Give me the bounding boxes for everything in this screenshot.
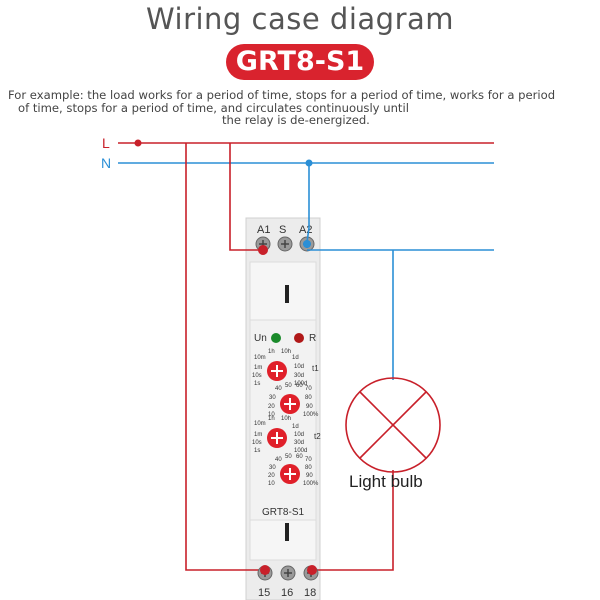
- dial-t1-label: 1m: [254, 365, 262, 371]
- dial-t2-percent[interactable]: 40 50 60 70 30 80 20 90 10 100%: [268, 454, 319, 487]
- dial-percent-label: 10: [268, 412, 275, 418]
- a2-connection-dot: [303, 240, 311, 248]
- live-junction-dot: [134, 139, 142, 147]
- dial-t1-label: 30d: [294, 373, 304, 379]
- dial-t2-label: 100d: [294, 448, 307, 454]
- dial-percent-label: 90: [306, 404, 313, 410]
- dial-percent-label: 100%: [303, 412, 319, 418]
- relay-model-label: GRT8-S1: [262, 507, 304, 518]
- neutral-junction-dot: [305, 159, 313, 167]
- relay-led-icon: [294, 333, 304, 343]
- model-badge: GRT8-S1: [226, 44, 374, 80]
- dial-percent-label: 40: [275, 386, 282, 392]
- dial-t2-label: 10d: [294, 432, 304, 438]
- dial-t2-label: 30d: [294, 440, 304, 446]
- dial-t1-label: 10m: [254, 355, 266, 361]
- description-line-1: For example: the load works for a period…: [8, 88, 556, 102]
- description-line-2: of time, stops for a period of time, and…: [18, 100, 409, 115]
- dial-percent-label: 20: [268, 404, 275, 410]
- din-slot-top: [285, 285, 289, 303]
- dial-percent-label: 30: [269, 395, 276, 401]
- dial-t1-range[interactable]: 10m 1h 10h 1d 1m 10d 10s 30d 1s 100d t1: [252, 349, 319, 387]
- dial-t2-label: 1d: [292, 424, 299, 430]
- dial-percent-label: 80: [305, 465, 312, 471]
- terminal-label-18: 18: [304, 587, 316, 599]
- dial-percent-label: 70: [305, 386, 312, 392]
- dial-percent-label: 60: [296, 454, 303, 460]
- dial-t1-label: 10d: [294, 364, 304, 370]
- dial-t2-label: 10h: [281, 416, 291, 422]
- dial-t1-label: 1s: [254, 381, 260, 387]
- dial-t2-label: 10s: [252, 440, 262, 446]
- dial-percent-label: 50: [285, 454, 292, 460]
- description-line-3: the relay is de-energized.: [222, 113, 370, 127]
- dial-t1-name: t1: [312, 364, 319, 373]
- terminal-15-connection-dot: [260, 565, 270, 575]
- dial-percent-label: 40: [275, 457, 282, 463]
- dial-t1-label: 10s: [252, 373, 262, 379]
- power-led-icon: [271, 333, 281, 343]
- light-bulb-icon: [345, 377, 441, 473]
- dial-percent-label: 70: [305, 457, 312, 463]
- dial-t2-range[interactable]: 10m 1h 10h 1d 1m 10d 10s 30d 1s 100d t2: [252, 416, 321, 454]
- dial-percent-label: 10: [268, 481, 275, 487]
- dial-t1-label: 1h: [268, 349, 275, 355]
- diagram-title: Wiring case diagram: [145, 2, 455, 36]
- terminal-label-a1: A1: [257, 224, 270, 236]
- dial-percent-label: 60: [296, 383, 303, 389]
- dial-t2-label: 1m: [254, 432, 262, 438]
- dial-t2-label: 10m: [254, 421, 266, 427]
- terminal-label-a2: A2: [299, 224, 312, 236]
- a1-connection-dot: [258, 245, 268, 255]
- dial-t2-name: t2: [314, 432, 321, 441]
- terminal-18-connection-dot: [307, 565, 317, 575]
- terminal-label-15: 15: [258, 587, 270, 599]
- dial-t1-label: 100d: [294, 381, 307, 387]
- dial-percent-label: 50: [285, 383, 292, 389]
- light-bulb-label: Light bulb: [349, 472, 423, 491]
- dial-percent-label: 100%: [303, 481, 319, 487]
- dial-percent-label: 90: [306, 473, 313, 479]
- dial-t2-label: 1s: [254, 448, 260, 454]
- dial-percent-label: 30: [269, 465, 276, 471]
- terminal-label-s: S: [279, 224, 286, 236]
- dial-t1-label: 1d: [292, 355, 299, 361]
- dial-t1-label: 10h: [281, 349, 291, 355]
- dial-percent-label: 80: [305, 395, 312, 401]
- terminal-label-16: 16: [281, 587, 293, 599]
- relay-led-label: R: [309, 333, 316, 344]
- neutral-line-label: N: [101, 155, 111, 171]
- din-slot-bottom: [285, 523, 289, 541]
- dial-t2-label: 1h: [268, 416, 275, 422]
- description: For example: the load works for a period…: [8, 89, 592, 127]
- dial-t1-percent[interactable]: 40 50 60 70 30 80 20 90 10 100%: [268, 383, 319, 418]
- power-led-label: Un: [254, 333, 267, 344]
- dial-percent-label: 20: [268, 473, 275, 479]
- live-wire: [118, 142, 494, 571]
- live-line-label: L: [102, 135, 110, 151]
